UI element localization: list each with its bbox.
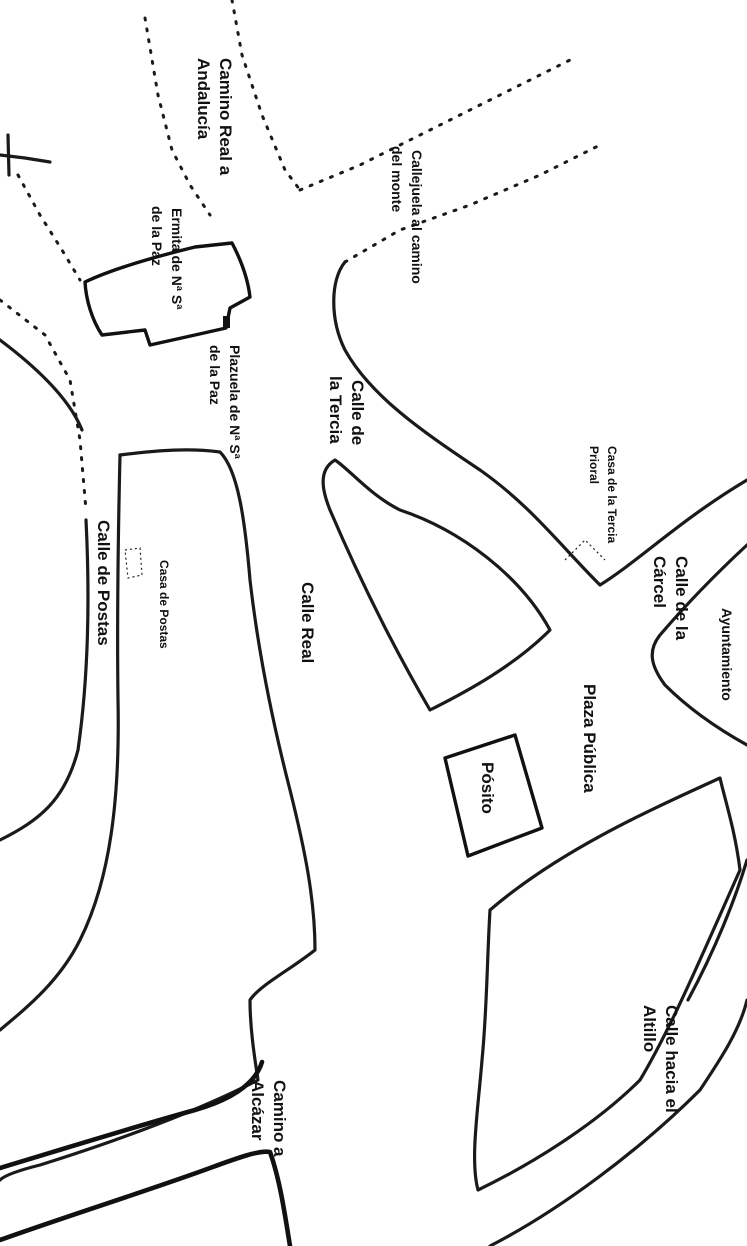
svg-text:Prioral: Prioral <box>587 446 601 484</box>
label-ermita-line2: de la Paz <box>149 206 165 266</box>
svg-text:Calle de: Calle de <box>348 380 367 445</box>
label-callejuela-line1: Callejuela al camino <box>409 150 425 284</box>
ermita-building <box>83 241 252 347</box>
label-camino-real-andalucia-line1: Camino Real a <box>216 58 235 176</box>
svg-text:Cárcel: Cárcel <box>650 556 669 608</box>
western-track-upper <box>16 173 82 282</box>
label-plazuela-line1: Plazuela de Nª Sª <box>227 345 243 460</box>
svg-text:Casa de la Tercia: Casa de la Tercia <box>605 446 619 543</box>
label-ermita: Ermita de Nª Sª de la Paz <box>149 206 185 310</box>
svg-text:Camino a: Camino a <box>270 1080 289 1157</box>
label-casa-tercia-line2: Prioral <box>587 446 601 484</box>
label-callejuela: Callejuela al camino del monte <box>389 146 425 284</box>
label-calle-tercia-line2: la Tercia <box>326 376 345 444</box>
label-calle-carcel-line2: Cárcel <box>650 556 669 608</box>
calle-tercia-north-edge <box>332 260 747 587</box>
label-callejuela-line2: del monte <box>389 146 405 212</box>
label-ayuntamiento: Ayuntamiento <box>719 608 735 701</box>
ayuntamiento-block-edge <box>650 543 747 747</box>
label-casa-tercia-line1: Casa de la Tercia <box>605 446 619 543</box>
label-calle-tercia: Calle de la Tercia <box>326 376 367 445</box>
camino-andalucia-track-right <box>230 0 302 192</box>
callejuela-track-upper <box>298 58 572 192</box>
altillo-south-block <box>472 776 742 1192</box>
label-camino-alcazar-line1: Camino a <box>270 1080 289 1157</box>
svg-text:Altillo: Altillo <box>640 1005 659 1052</box>
tercia-triangle-block <box>321 458 552 712</box>
label-plazuela: Plazuela de Nª Sª de la Paz <box>207 345 243 460</box>
casa-tercia-outline <box>564 539 606 561</box>
label-casa-postas: Casa de Postas <box>157 560 171 649</box>
label-camino-alcazar: Camino a Alcázar <box>248 1080 289 1157</box>
label-calle-altillo-line2: Altillo <box>640 1005 659 1052</box>
svg-text:Callejuela al camino: Callejuela al camino <box>409 150 425 284</box>
label-plazuela-line2: de la Paz <box>207 345 223 405</box>
label-calle-carcel: Calle de la Cárcel <box>650 556 691 641</box>
label-plaza-publica: Plaza Pública <box>580 684 599 793</box>
svg-text:del monte: del monte <box>389 146 405 212</box>
label-calle-postas: Calle de Postas <box>94 520 113 646</box>
central-block <box>0 448 317 1182</box>
svg-text:Plazuela de Nª Sª: Plazuela de Nª Sª <box>227 345 243 460</box>
camino-andalucia-track-left <box>143 16 212 217</box>
label-calle-altillo: Calle hacia el Altillo <box>640 1005 681 1113</box>
posito-building <box>443 733 544 858</box>
camino-alcazar-south-edge <box>0 1149 293 1246</box>
svg-text:Camino Real a: Camino Real a <box>216 58 235 176</box>
altillo-east-edge <box>686 858 747 1002</box>
svg-text:Andalucía: Andalucía <box>194 58 213 140</box>
label-calle-altillo-line1: Calle hacia el <box>662 1005 681 1113</box>
svg-text:Alcázar: Alcázar <box>248 1080 267 1141</box>
casa-postas-outline <box>124 547 143 579</box>
svg-text:Calle de la: Calle de la <box>672 556 691 641</box>
svg-text:la Tercia: la Tercia <box>326 376 345 444</box>
camino-alcazar-north-edge <box>0 1059 265 1171</box>
label-calle-real: Calle Real <box>298 582 317 663</box>
western-track-lower <box>0 298 88 512</box>
svg-text:de la Paz: de la Paz <box>207 345 223 405</box>
svg-text:Calle hacia el: Calle hacia el <box>662 1005 681 1113</box>
label-ermita-line1: Ermita de Nª Sª <box>169 208 185 310</box>
label-calle-carcel-line1: Calle de la <box>672 556 691 641</box>
svg-text:Ermita de Nª Sª: Ermita de Nª Sª <box>169 208 185 310</box>
top-left-tick <box>6 133 11 177</box>
label-casa-tercia: Casa de la Tercia Prioral <box>587 446 619 543</box>
calle-postas-west-edge <box>0 338 90 842</box>
label-posito: Pósito <box>478 762 497 814</box>
label-camino-real-andalucia: Camino Real a Andalucía <box>194 58 235 176</box>
label-calle-tercia-line1: Calle de <box>348 380 367 445</box>
callejuela-track-lower <box>343 143 602 264</box>
label-camino-alcazar-line2: Alcázar <box>248 1080 267 1141</box>
svg-text:de la Paz: de la Paz <box>149 206 165 266</box>
altillo-bottom-edge <box>488 998 747 1246</box>
central-block-west-edge <box>0 453 122 1032</box>
ermita-marker <box>223 316 230 328</box>
label-camino-real-andalucia-line2: Andalucía <box>194 58 213 140</box>
